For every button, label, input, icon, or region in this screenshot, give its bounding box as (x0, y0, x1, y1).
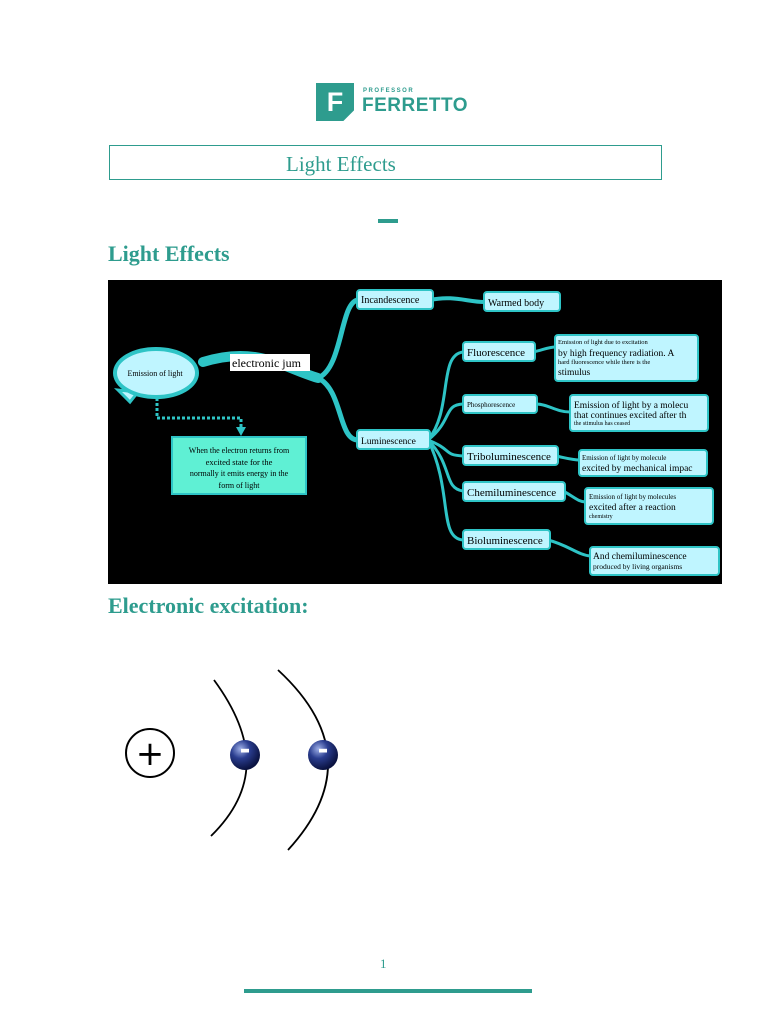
node-fluorescence-description: Emission of light due to excitation by h… (554, 334, 699, 382)
nucleus: + (125, 728, 175, 778)
chemiluminescence-label: Chemiluminescence (467, 487, 556, 499)
warmed-body-label: Warmed body (488, 298, 544, 309)
logo-wordmark: FERRETTO (362, 95, 469, 116)
phosphorescence-desc-3: the stimulus has ceased (574, 421, 630, 427)
mindmap-connectors (198, 296, 592, 558)
chemiluminescence-desc-1: Emission of light by molecules (589, 493, 676, 501)
phosphorescence-desc-1: Emission of light by a molecu (574, 400, 689, 411)
fluorescence-desc-2: by high frequency radiation. A (558, 348, 674, 359)
separator-dash (378, 219, 398, 223)
electron-inner: - (230, 735, 260, 770)
triboluminescence-desc-1: Emission of light by molecule (582, 454, 666, 462)
light-effects-mindmap: Emission of light electronic jum When th… (108, 280, 722, 584)
node-bioluminescence: Bioluminescence (462, 529, 551, 550)
node-luminescence: Luminescence (356, 429, 431, 450)
luminescence-label: Luminescence (361, 437, 416, 447)
return-line-3: normally it emits energy in the (190, 469, 289, 478)
node-chemiluminescence: Chemiluminescence (462, 481, 566, 502)
triboluminescence-label: Triboluminescence (467, 451, 551, 463)
footer-line (244, 989, 532, 993)
chemiluminescence-desc-2: excited after a reaction (589, 502, 676, 513)
node-electronic-jump: electronic jum (230, 354, 310, 371)
node-emission-of-light: Emission of light (113, 347, 199, 405)
node-triboluminescence-description: Emission of light by molecule excited by… (578, 449, 708, 477)
arrow-down-icon (236, 427, 246, 436)
return-line-2: excited state for the (206, 457, 273, 467)
phosphorescence-label: Phosphorescence (467, 401, 515, 409)
node-triboluminescence: Triboluminescence (462, 445, 559, 466)
section-heading-light-effects: Light Effects (108, 241, 230, 266)
triboluminescence-desc-2: excited by mechanical impac (582, 464, 693, 474)
electron-sign-inner: - (240, 735, 251, 765)
return-line-4: form of light (219, 481, 261, 490)
node-chemiluminescence-description: Emission of light by molecules excited a… (584, 487, 714, 525)
node-phosphorescence: Phosphorescence (462, 394, 538, 414)
bioluminescence-label: Bioluminescence (467, 535, 543, 547)
chemiluminescence-desc-3: chemistry (589, 514, 613, 520)
node-phosphorescence-description: Emission of light by a molecu that conti… (569, 394, 709, 432)
return-line-1: When the electron returns from (189, 446, 290, 455)
page-number: 1 (380, 956, 387, 971)
logo-tagline: PROFESSOR (363, 88, 415, 94)
return-connector (155, 398, 243, 428)
node-incandescence: Incandescence (356, 289, 434, 310)
root-branch-label: electronic jum (232, 356, 302, 370)
electron-sign-outer: - (318, 735, 329, 765)
fluorescence-desc-4: stimulus (558, 368, 591, 378)
nucleus-sign: + (136, 734, 165, 774)
electronic-excitation-diagram: + - - (125, 669, 338, 851)
bioluminescence-desc-2: produced by living organisms (593, 562, 682, 571)
incandescence-label: Incandescence (361, 295, 420, 306)
node-electron-return: When the electron returns from excited s… (171, 436, 307, 495)
node-fluorescence: Fluorescence (462, 341, 536, 362)
electron-outer: - (308, 735, 338, 770)
fluorescence-desc-1: Emission of light due to excitation (558, 339, 648, 346)
bioluminescence-desc-1: And chemiluminescence (593, 552, 687, 562)
phosphorescence-desc-2: that continues excited after th (574, 410, 687, 421)
fluorescence-desc-3: hard fluorescence while there is the (558, 359, 650, 366)
ferretto-logo: F PROFESSOR FERRETTO (316, 83, 469, 121)
root-label: Emission of light (127, 369, 183, 378)
section-heading-electronic-excitation: Electronic excitation: (108, 593, 309, 618)
logo-mark: F (316, 83, 354, 121)
node-warmed-body: Warmed body (483, 291, 561, 312)
title-box: Light Effects (109, 145, 662, 180)
node-bioluminescence-description: And chemiluminescence produced by living… (589, 546, 720, 576)
document-title: Light Effects (286, 152, 396, 176)
fluorescence-label: Fluorescence (467, 347, 525, 359)
